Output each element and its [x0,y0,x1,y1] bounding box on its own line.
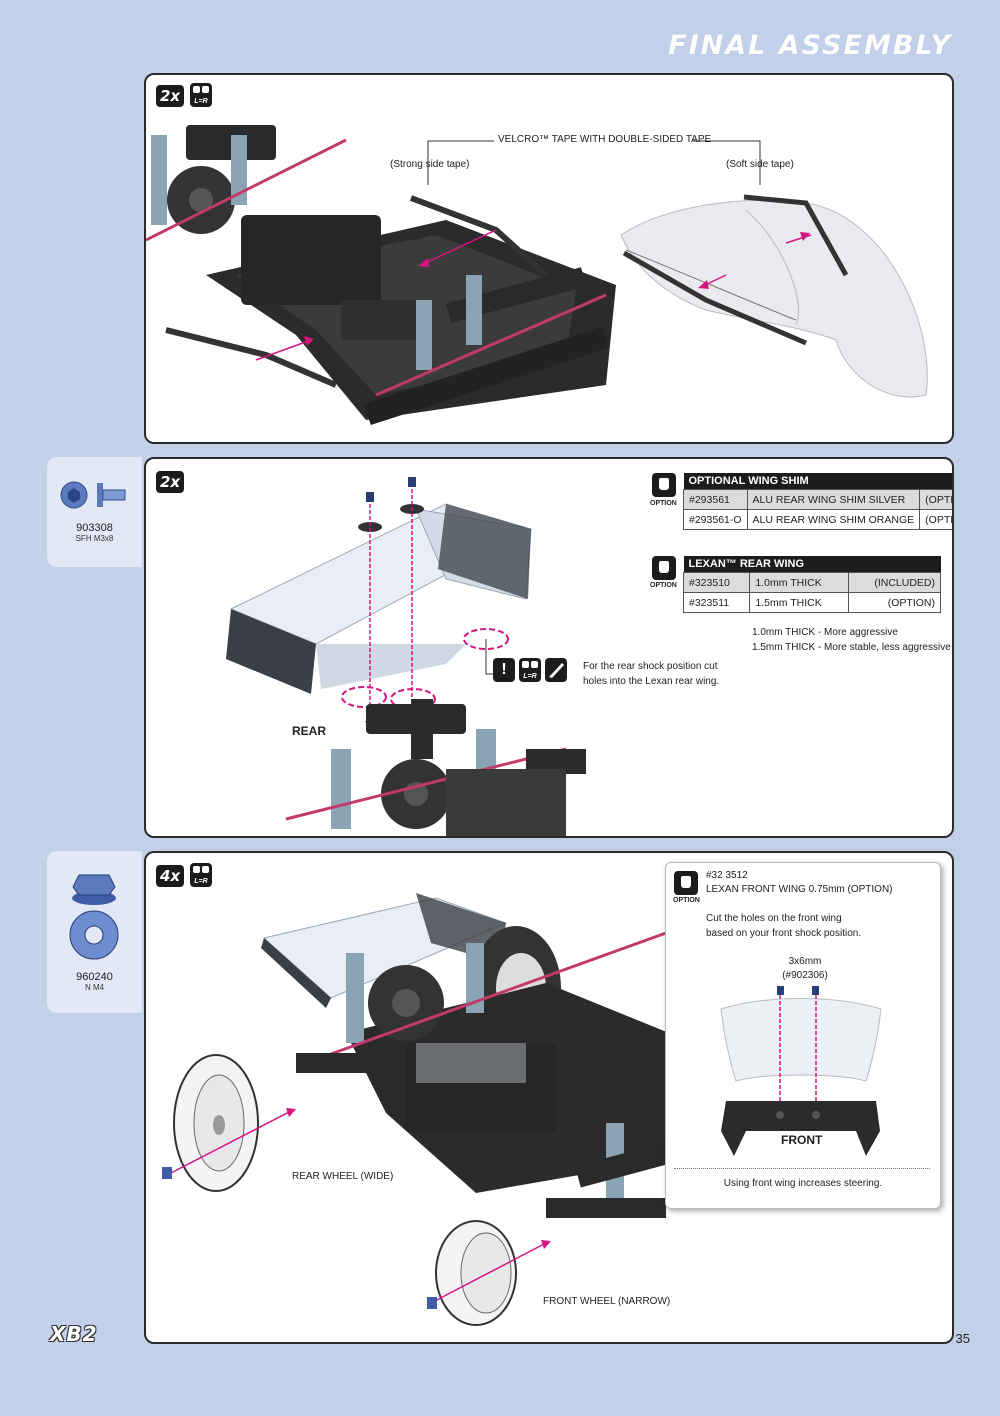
front-wing-footer: Using front wing increases steering. [723,1178,883,1189]
knife-icon [545,658,567,682]
table-row: #293561-O ALU REAR WING SHIM ORANGE (OPT… [683,509,952,530]
page-number: 35 [955,1331,970,1346]
part-desc: N M4 [84,983,105,992]
front-wing-illustration [720,986,882,1156]
rear-wheel-label: REAR WHEEL (WIDE) [292,1171,394,1182]
front-wing-option-box: OPTION #32 3512 LEXAN FRONT WING 0.75mm … [665,862,941,1209]
table-title: LEXAN™ REAR WING [683,556,941,573]
divider [674,1168,930,1169]
table-row: #323510 1.0mm THICK (INCLUDED) [682,572,941,593]
rear-label: REAR [292,724,327,738]
warning-icon: ! [493,658,515,682]
option-thumbs-up-icon [652,556,676,580]
velcro-tape-label: VELCRO™ TAPE WITH DOUBLE-SIDED TAPE [498,134,712,145]
left-right-same-icon: L=R [190,83,212,107]
left-right-same-icon: L=R [190,863,212,887]
front-wheel-label: FRONT WHEEL (NARROW) [543,1296,671,1307]
nut-icon [69,874,119,960]
chassis-illustration [146,125,928,426]
rear-wing-illustration [226,477,586,836]
rear-wing-table: LEXAN™ REAR WING #323510 1.0mm THICK (IN… [682,556,941,613]
count-badge: 2x [156,85,185,107]
car-assembly-illustration [162,893,706,1326]
screw-spec: 3x6mm (#902306) [782,956,828,981]
left-right-same-icon: L=R [519,658,541,682]
page-title: FINAL ASSEMBLY [668,30,952,61]
front-wing-part: #32 3512 LEXAN FRONT WING 0.75mm (OPTION… [706,869,893,897]
step2-panel: 2x ! L=R [144,457,954,838]
table-row: #293561 ALU REAR WING SHIM SILVER (OPTIO… [683,489,952,510]
brand-logo: XB2 [50,1322,98,1346]
screw-icon [60,481,126,509]
rear-shock-note: For the rear shock position cut holes in… [583,661,720,687]
front-label: FRONT [781,1133,823,1147]
option-label: OPTION [650,500,677,507]
option-thumbs-up-icon [674,871,698,895]
front-wing-instruction: Cut the holes on the front wing based on… [706,913,862,939]
strong-side-label: (Strong side tape) [390,159,470,170]
table-row: #323511 1.5mm THICK (OPTION) [682,592,941,613]
table-title: OPTIONAL WING SHIM [683,473,952,490]
thickness-notes: 1.0mm THICK - More aggressive 1.5mm THIC… [752,627,951,653]
option-label: OPTION [650,582,677,589]
part-screw-box: 903308 SFH M3x8 [47,457,142,567]
count-badge: 2x [156,471,185,493]
soft-side-label: (Soft side tape) [726,159,794,170]
part-code: 960240 [76,971,113,983]
wing-shim-table: OPTIONAL WING SHIM #293561 ALU REAR WING… [683,473,952,530]
front-wing-code: #32 3512 [706,870,748,881]
front-wing-name: LEXAN FRONT WING 0.75mm (OPTION) [706,884,893,895]
step1-panel: 2x L=R [144,73,954,444]
option-label: OPTION [673,897,700,904]
part-desc: SFH M3x8 [75,534,114,543]
option-thumbs-up-icon [652,473,676,497]
part-nut-box: 960240 N M4 [47,851,142,1013]
part-code: 903308 [76,522,113,534]
count-badge: 4x [156,865,185,887]
